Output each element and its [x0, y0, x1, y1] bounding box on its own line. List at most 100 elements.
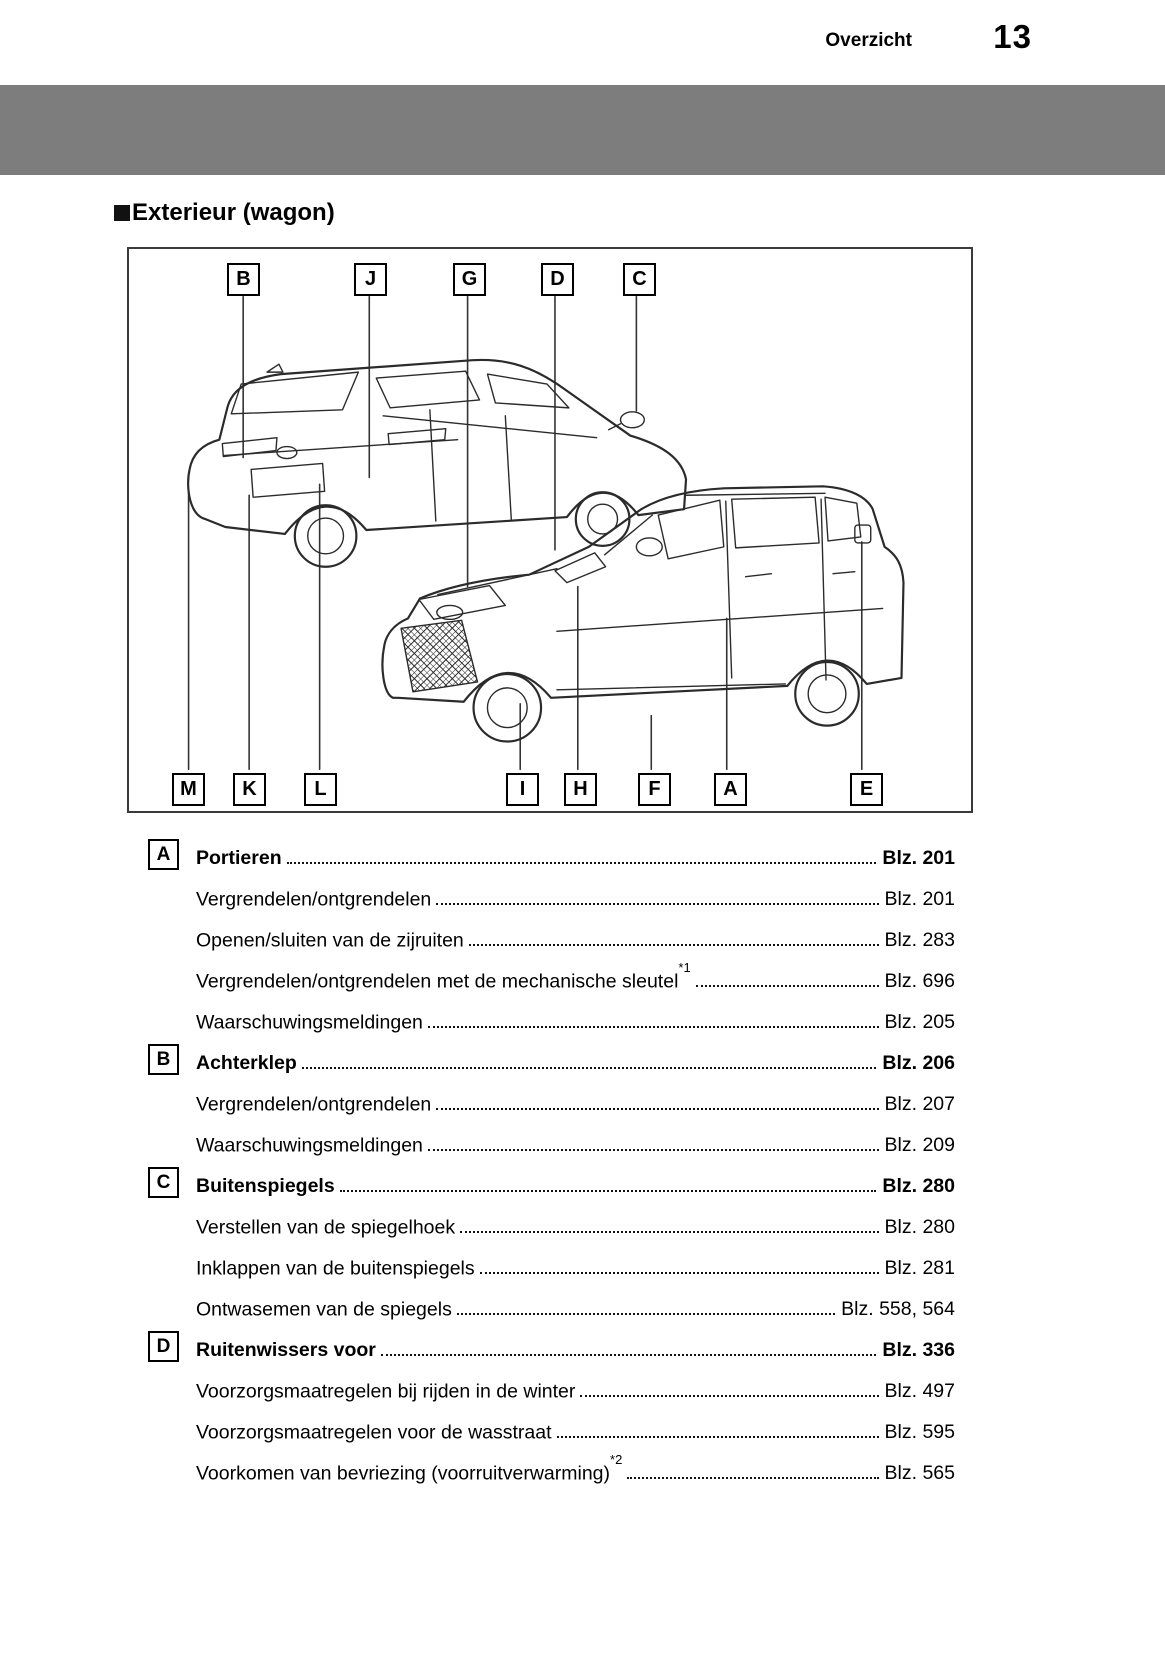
index-letter-box: C [148, 1167, 179, 1198]
dot-leader [468, 944, 879, 946]
callout-label-D: D [541, 263, 574, 296]
index-item-label: Ontwasemen van de spiegels [196, 1296, 452, 1322]
footnote-marker: *1 [678, 959, 691, 975]
index-section-title: Achterklep [196, 1052, 297, 1074]
dot-leader [479, 1272, 879, 1274]
page-reference: Blz. 207 [884, 1093, 955, 1115]
dot-leader [627, 1477, 879, 1479]
page-header: Overzicht 13 [0, 0, 1165, 85]
page-reference: Blz. 209 [884, 1134, 955, 1156]
index-item-label: Vergrendelen/ontgrendelen [196, 886, 431, 912]
callout-label-G: G [453, 263, 486, 296]
page-reference: Blz. 497 [884, 1380, 955, 1402]
dot-leader [436, 1108, 879, 1110]
index-item-text: Vergrendelen/ontgrendelen met de mechani… [196, 970, 679, 992]
index-item-row: Waarschuwingsmeldingen Blz. 209 [148, 1116, 955, 1157]
index-item-row: Voorkomen van bevriezing (voorruitverwar… [148, 1444, 955, 1485]
index-item-text: Inklappen van de buitenspiegels [196, 1257, 475, 1279]
dot-leader [380, 1354, 877, 1356]
dot-leader [456, 1313, 836, 1315]
page-reference: Blz. 336 [882, 1339, 955, 1361]
callout-label-B: B [227, 263, 260, 296]
index-letter-box: D [148, 1331, 179, 1362]
page-reference: Blz. 206 [882, 1052, 955, 1074]
callout-label-K: K [233, 773, 266, 806]
page-reference: Blz. 696 [884, 970, 955, 992]
gray-banner [0, 85, 1165, 175]
index-section-title: Ruitenwissers voor [196, 1339, 376, 1361]
section-marker-icon [114, 205, 130, 221]
callout-label-F: F [638, 773, 671, 806]
page-reference: Blz. 280 [884, 1216, 955, 1238]
index-item-label: Verstellen van de spiegelhoek [196, 1214, 455, 1240]
rear-car-drawing [187, 358, 688, 568]
index-item-row: Verstellen van de spiegelhoek Blz. 280 [148, 1198, 955, 1239]
index-item-label: Vergrendelen/ontgrendelen met de mechani… [196, 960, 691, 994]
index-item-row: Waarschuwingsmeldingen Blz. 205 [148, 993, 955, 1034]
index-item-row: Voorzorgsmaatregelen bij rijden in de wi… [148, 1362, 955, 1403]
section-heading: Exterieur (wagon) [114, 199, 1165, 227]
dot-leader [339, 1190, 877, 1192]
index-item-text: Waarschuwingsmeldingen [196, 1134, 423, 1156]
index-item-text: Verstellen van de spiegelhoek [196, 1216, 456, 1238]
header-page-number: 13 [993, 18, 1032, 55]
index-section-row: D Ruitenwissers voor Blz. 336 [148, 1321, 955, 1362]
index-section-title: Buitenspiegels [196, 1175, 335, 1197]
index-list: A Portieren Blz. 201 Vergrendelen/ontgre… [148, 829, 955, 1485]
footnote-marker: *2 [610, 1451, 623, 1467]
page-reference: Blz. 565 [884, 1462, 955, 1484]
page-reference: Blz. 201 [884, 888, 955, 910]
callout-label-I: I [506, 773, 539, 806]
dot-leader [286, 862, 877, 864]
dot-leader [436, 903, 879, 905]
page-reference: Blz. 205 [884, 1011, 955, 1033]
index-item-text: Ontwasemen van de spiegels [196, 1298, 452, 1320]
callout-label-C: C [623, 263, 656, 296]
callout-label-E: E [850, 773, 883, 806]
index-section-row: A Portieren Blz. 201 [148, 829, 955, 870]
dot-leader [556, 1436, 879, 1438]
index-letter-box: A [148, 839, 179, 870]
index-item-text: Voorzorgsmaatregelen bij rijden in de wi… [196, 1380, 576, 1402]
exterior-diagram: B J G D C M K L I H F A E [127, 247, 973, 813]
index-item-label: Voorzorgsmaatregelen voor de wasstraat [196, 1419, 552, 1445]
index-item-text: Vergrendelen/ontgrendelen [196, 1093, 432, 1115]
callout-label-M: M [172, 773, 205, 806]
index-item-text: Vergrendelen/ontgrendelen [196, 888, 432, 910]
section-heading-text: Exterieur (wagon) [132, 199, 335, 226]
page-reference: Blz. 595 [884, 1421, 955, 1443]
callout-label-A: A [714, 773, 747, 806]
dot-leader [301, 1067, 877, 1069]
page-reference: Blz. 283 [884, 929, 955, 951]
exterior-line-art [187, 295, 905, 771]
page-reference: Blz. 281 [884, 1257, 955, 1279]
callout-label-L: L [304, 773, 337, 806]
callout-label-H: H [564, 773, 597, 806]
index-item-label: Openen/sluiten van de zijruiten [196, 927, 464, 953]
index-item-row: Vergrendelen/ontgrendelen met de mechani… [148, 952, 955, 993]
index-section-row: C Buitenspiegels Blz. 280 [148, 1157, 955, 1198]
callout-lines [187, 295, 863, 771]
index-item-text: Voorzorgsmaatregelen voor de wasstraat [196, 1421, 552, 1443]
page-reference: Blz. 201 [882, 847, 955, 869]
index-item-label: Inklappen van de buitenspiegels [196, 1255, 475, 1281]
index-item-label: Voorzorgsmaatregelen bij rijden in de wi… [196, 1378, 575, 1404]
index-section-title: Portieren [196, 847, 282, 869]
index-item-row: Vergrendelen/ontgrendelen Blz. 207 [148, 1075, 955, 1116]
index-item-text: Waarschuwingsmeldingen [196, 1011, 423, 1033]
page-reference: Blz. 558, 564 [841, 1298, 955, 1320]
index-item-row: Ontwasemen van de spiegels Blz. 558, 564 [148, 1280, 955, 1321]
front-car-drawing [381, 485, 905, 743]
index-item-text: Openen/sluiten van de zijruiten [196, 929, 464, 951]
index-item-label: Waarschuwingsmeldingen [196, 1009, 423, 1035]
dot-leader [695, 985, 879, 987]
index-letter-box: B [148, 1044, 179, 1075]
page-reference: Blz. 280 [882, 1175, 955, 1197]
index-item-label: Voorkomen van bevriezing (voorruitverwar… [196, 1452, 622, 1486]
callout-label-J: J [354, 263, 387, 296]
index-item-label: Waarschuwingsmeldingen [196, 1132, 423, 1158]
index-item-row: Voorzorgsmaatregelen voor de wasstraat B… [148, 1403, 955, 1444]
index-item-row: Vergrendelen/ontgrendelen Blz. 201 [148, 870, 955, 911]
dot-leader [427, 1149, 879, 1151]
